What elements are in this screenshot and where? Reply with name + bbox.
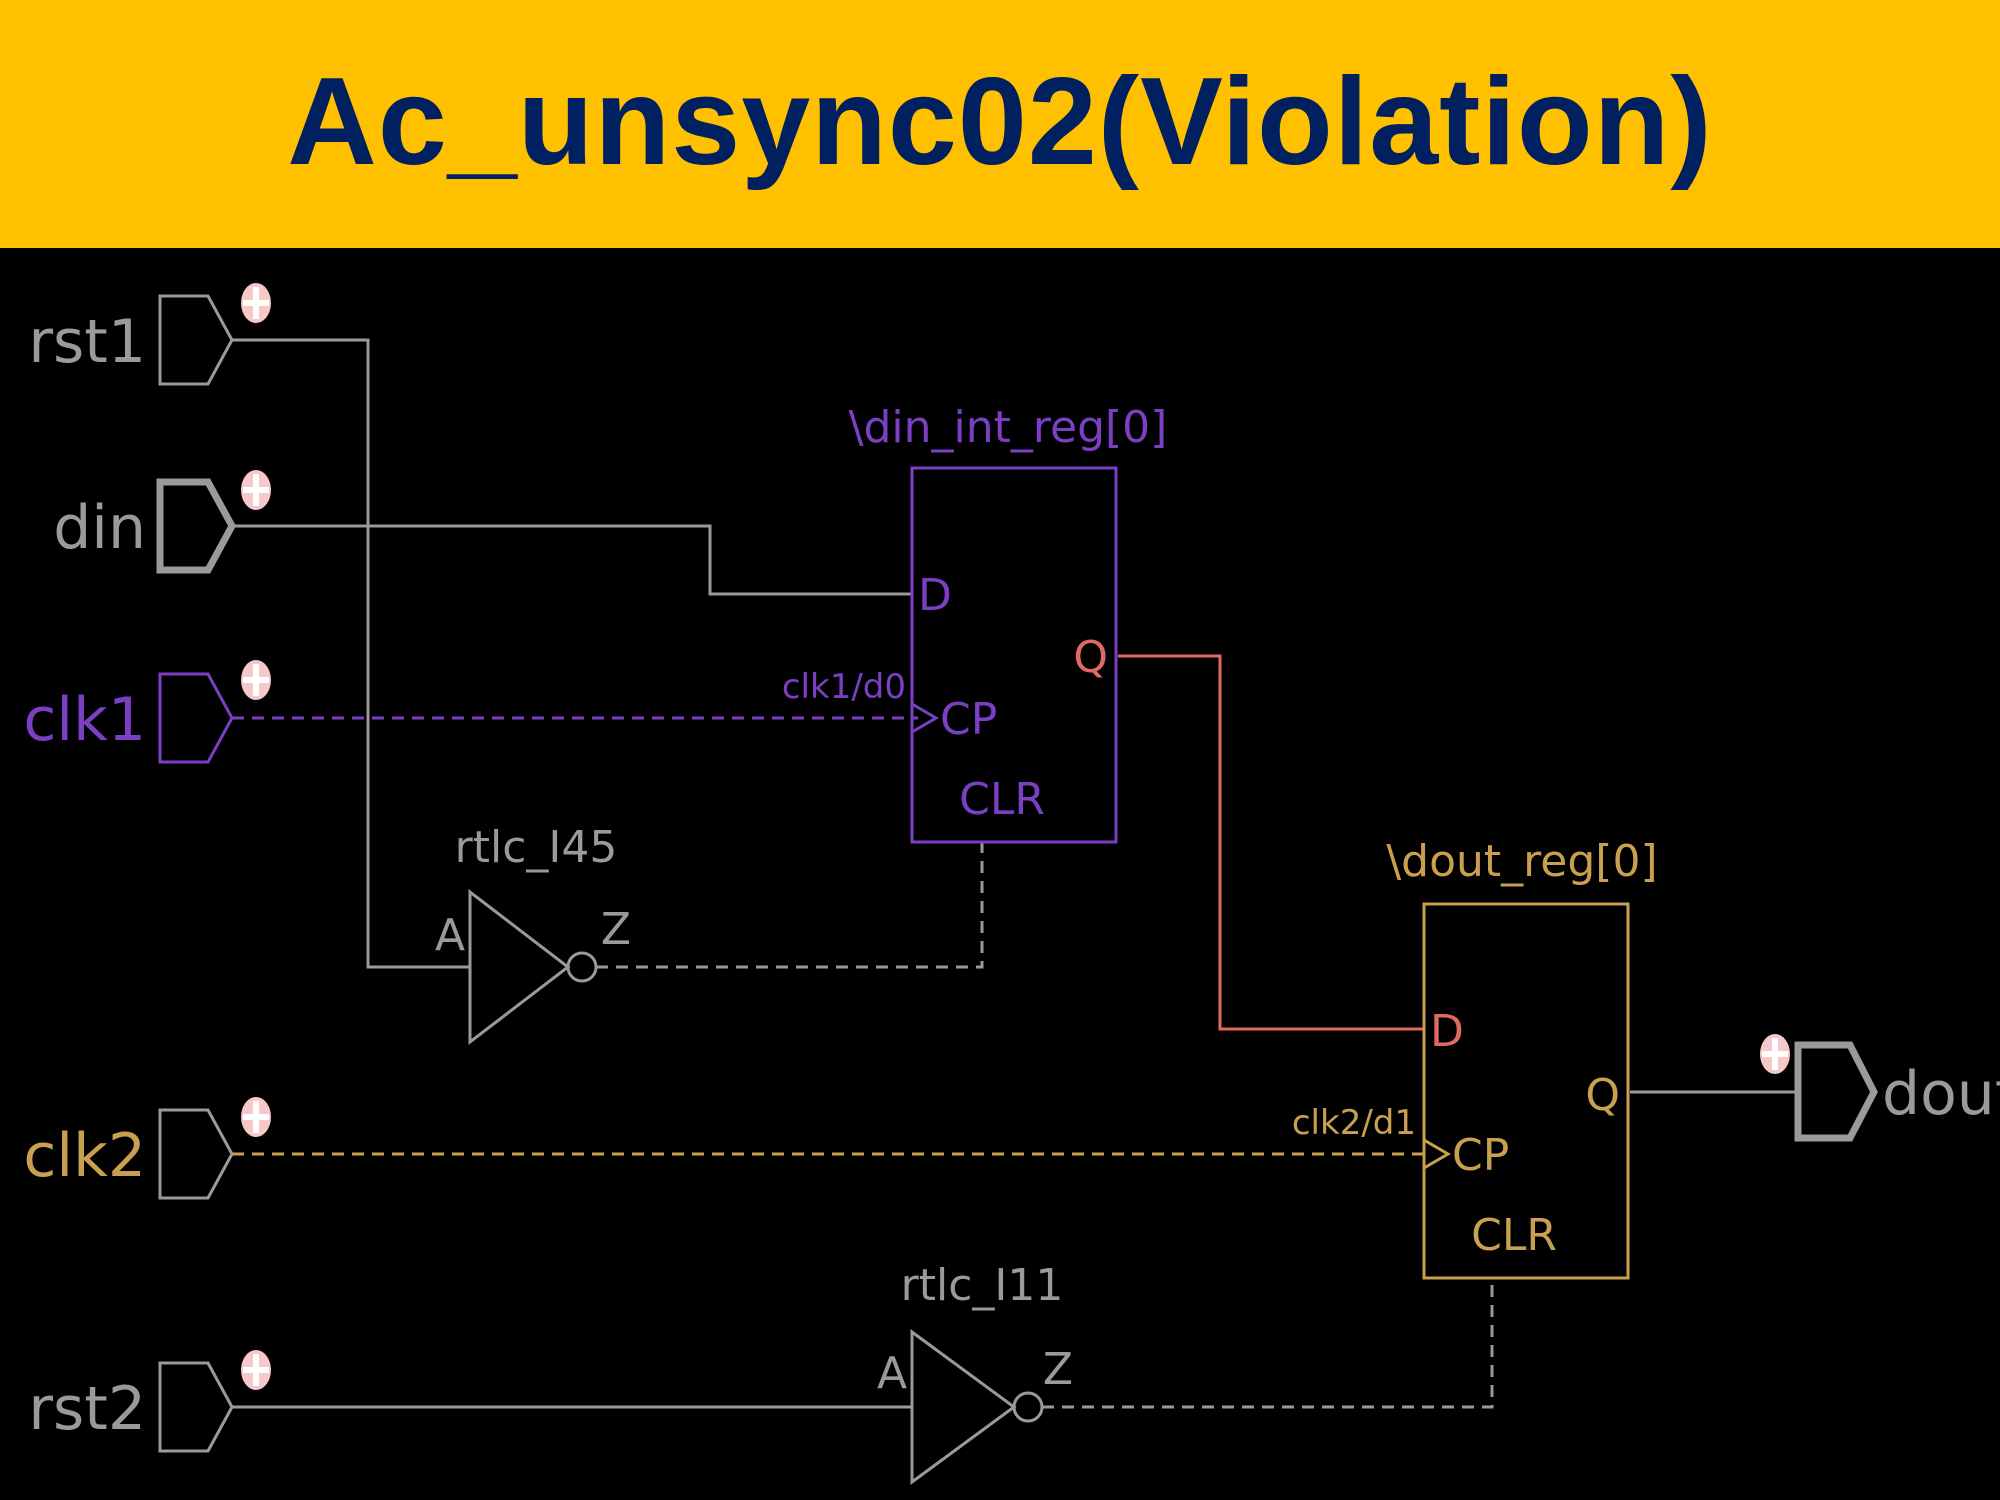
expand-icon-rst1[interactable]	[241, 283, 271, 323]
din-reg-pin-q: Q	[1073, 632, 1108, 683]
expand-icon-clk2[interactable]	[241, 1097, 271, 1137]
inverter-rtlc-i11-pin-a: A	[877, 1348, 907, 1399]
cell-dout-reg-box	[1422, 902, 1630, 1280]
port-rst1-label: rst1	[28, 307, 146, 377]
port-clk2-label: clk2	[23, 1121, 146, 1191]
cell-inverter-rtlc-i11[interactable]: rtlc_I11 A Z	[877, 1260, 1073, 1485]
inverter-rtlc-i45-pin-z: Z	[601, 904, 631, 955]
cell-din-int-reg-box	[910, 466, 1118, 844]
port-rst2[interactable]: rst2	[28, 1361, 234, 1453]
port-clk1[interactable]: clk1	[23, 672, 234, 764]
inverter-rtlc-i45-pin-a: A	[435, 910, 465, 961]
port-clk1-label: clk1	[23, 685, 146, 755]
inverter-rtlc-i45-bubble	[566, 951, 598, 983]
port-clk2-shape	[158, 1108, 234, 1200]
inverter-rtlc-i11-name: rtlc_I11	[901, 1260, 1064, 1311]
din-reg-pin-cp: CP	[940, 694, 997, 745]
schematic-diagram: rst1 din clk1 clk2 rst2 dout \din_int_re…	[23, 283, 2000, 1485]
port-dout[interactable]: dout	[1794, 1041, 2000, 1142]
din-reg-pin-clr: CLR	[959, 774, 1045, 825]
dout-reg-pin-q: Q	[1585, 1070, 1620, 1121]
inverter-rtlc-i45-body	[468, 888, 571, 1046]
cell-din-int-reg[interactable]: \din_int_reg[0] D CP CLR Q clk1/d0	[782, 402, 1168, 844]
net-label-clk1-d0: clk1/d0	[782, 667, 906, 707]
dout-reg-pin-cp: CP	[1452, 1130, 1509, 1181]
port-din-label: din	[53, 493, 146, 563]
wire-inv2-clr	[1042, 1280, 1494, 1409]
port-clk2[interactable]: clk2	[23, 1108, 234, 1200]
expand-icon-din[interactable]	[241, 470, 271, 510]
inverter-rtlc-i45-name: rtlc_I45	[455, 822, 618, 873]
wire-inv1-clr	[596, 843, 984, 969]
expand-icon-dout[interactable]	[1760, 1034, 1790, 1074]
expand-icon-rst2[interactable]	[241, 1350, 271, 1390]
dout-reg-pin-clr: CLR	[1471, 1210, 1557, 1261]
port-rst2-shape	[158, 1361, 234, 1453]
wire-q1-d2	[1118, 654, 1424, 1031]
inverter-rtlc-i11-body	[910, 1329, 1017, 1485]
din-reg-pin-d: D	[918, 570, 952, 621]
inverter-rtlc-i11-pin-z: Z	[1043, 1344, 1073, 1395]
port-rst1[interactable]: rst1	[28, 294, 234, 386]
port-rst1-shape	[158, 294, 234, 386]
port-dout-label: dout	[1882, 1059, 2000, 1129]
page-title: Ac_unsync02(Violation)	[287, 53, 1713, 191]
title-banner: Ac_unsync02(Violation)	[0, 0, 2000, 248]
port-din[interactable]: din	[53, 478, 236, 574]
port-din-shape	[156, 478, 236, 574]
wire-rst1	[232, 338, 470, 969]
inverter-rtlc-i11-bubble	[1012, 1391, 1044, 1423]
dout-reg-pin-d: D	[1430, 1006, 1464, 1057]
port-clk1-shape	[158, 672, 234, 764]
din-reg-clock-triangle	[911, 702, 939, 734]
cell-din-int-reg-name: \din_int_reg[0]	[849, 402, 1168, 453]
port-dout-shape	[1794, 1041, 1878, 1142]
dout-reg-clock-triangle	[1423, 1138, 1451, 1170]
port-rst2-label: rst2	[28, 1374, 146, 1444]
cell-inverter-rtlc-i45[interactable]: rtlc_I45 A Z	[435, 822, 631, 1046]
cell-dout-reg-name: \dout_reg[0]	[1386, 836, 1657, 887]
expand-icon-clk1[interactable]	[241, 660, 271, 700]
wire-din	[232, 524, 912, 596]
net-label-clk2-d1: clk2/d1	[1292, 1103, 1416, 1143]
cell-dout-reg[interactable]: \dout_reg[0] D CP CLR Q clk2/d1	[1292, 836, 1658, 1280]
